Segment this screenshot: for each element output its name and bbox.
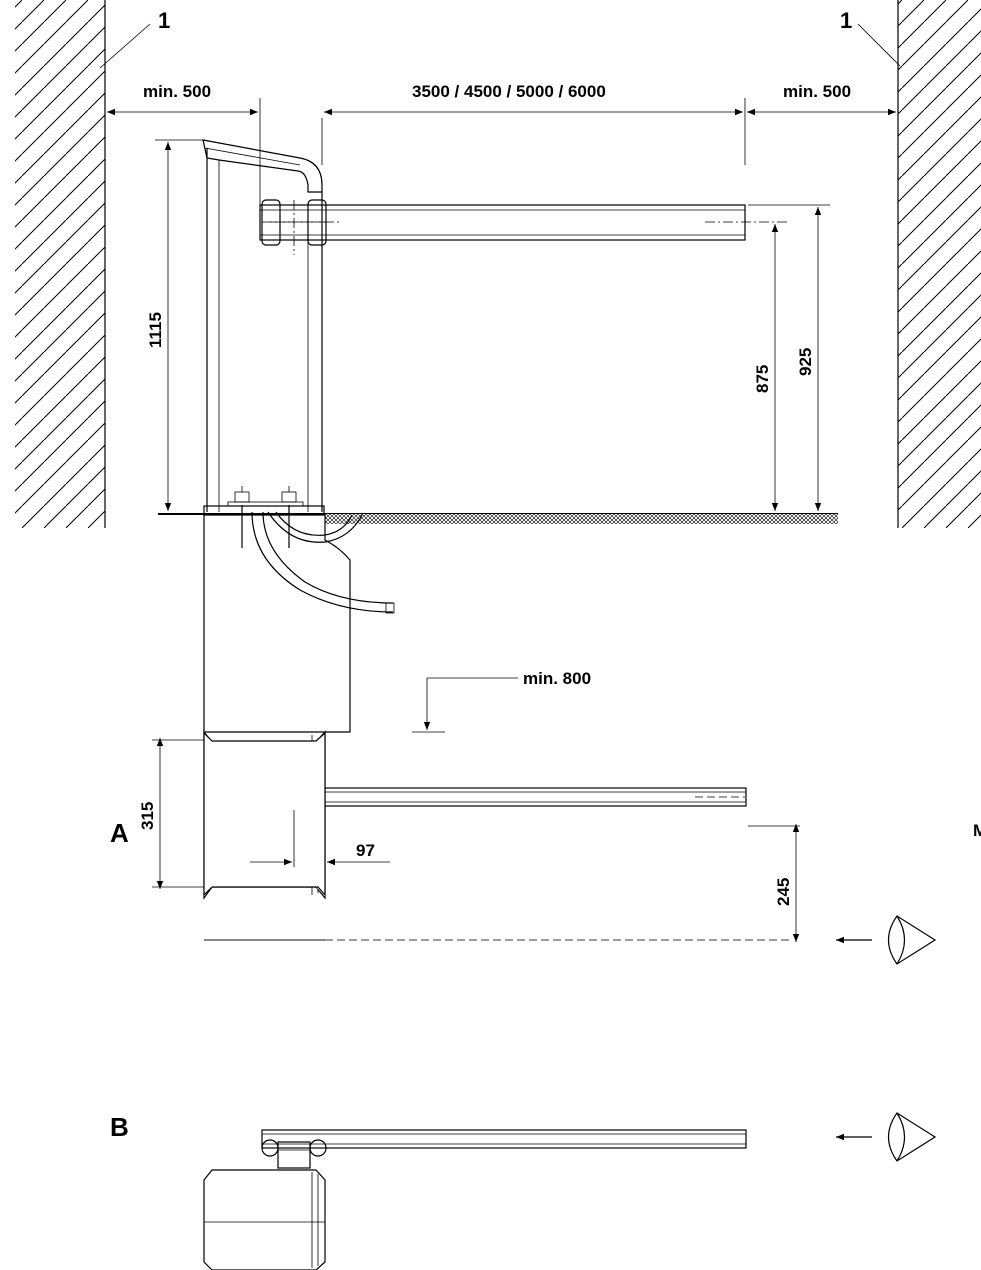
barrier-housing: [202, 139, 325, 515]
boom-height-low-label: 875: [753, 365, 772, 393]
right-wall: [897, 0, 981, 528]
boom-height-dimensions: [748, 204, 830, 511]
view-a-letter: A: [110, 818, 129, 848]
height-total-label: 1115: [146, 312, 165, 348]
foundation-depth-dimension: [412, 677, 518, 733]
ground-line: [158, 513, 838, 524]
view-b-letter: B: [110, 1112, 129, 1142]
top-dimensions: [107, 98, 896, 205]
ref-leader-left: [99, 23, 151, 69]
view-a-offset-label: 245: [774, 878, 793, 906]
boom-length-label: 3500 / 4500 / 5000 / 6000: [412, 82, 606, 101]
boom-height-high-label: 925: [796, 348, 815, 376]
concrete-foundation: [203, 505, 395, 733]
left-wall: [15, 0, 106, 528]
eye-icon: [887, 1112, 937, 1162]
cut-letter: M: [973, 821, 981, 840]
ref-number-right: 1: [840, 8, 852, 33]
height-dimension-total: [155, 139, 205, 511]
view-a-axis-dimension: [250, 810, 390, 867]
view-a-axis-label: 97: [356, 841, 375, 860]
eye-icon: [887, 915, 937, 965]
view-a-depth-label: 315: [138, 802, 157, 830]
clearance-left-label: min. 500: [143, 82, 211, 101]
boom-arm: [259, 199, 790, 255]
view-a-centerline: [325, 824, 800, 942]
clearance-right-label: min. 500: [783, 82, 851, 101]
view-a-body: [203, 732, 326, 941]
ref-leader-right: [857, 23, 901, 67]
foundation-depth-label: min. 800: [523, 669, 591, 688]
ref-number-left: 1: [158, 8, 170, 33]
view-b-body: [203, 1129, 747, 1270]
